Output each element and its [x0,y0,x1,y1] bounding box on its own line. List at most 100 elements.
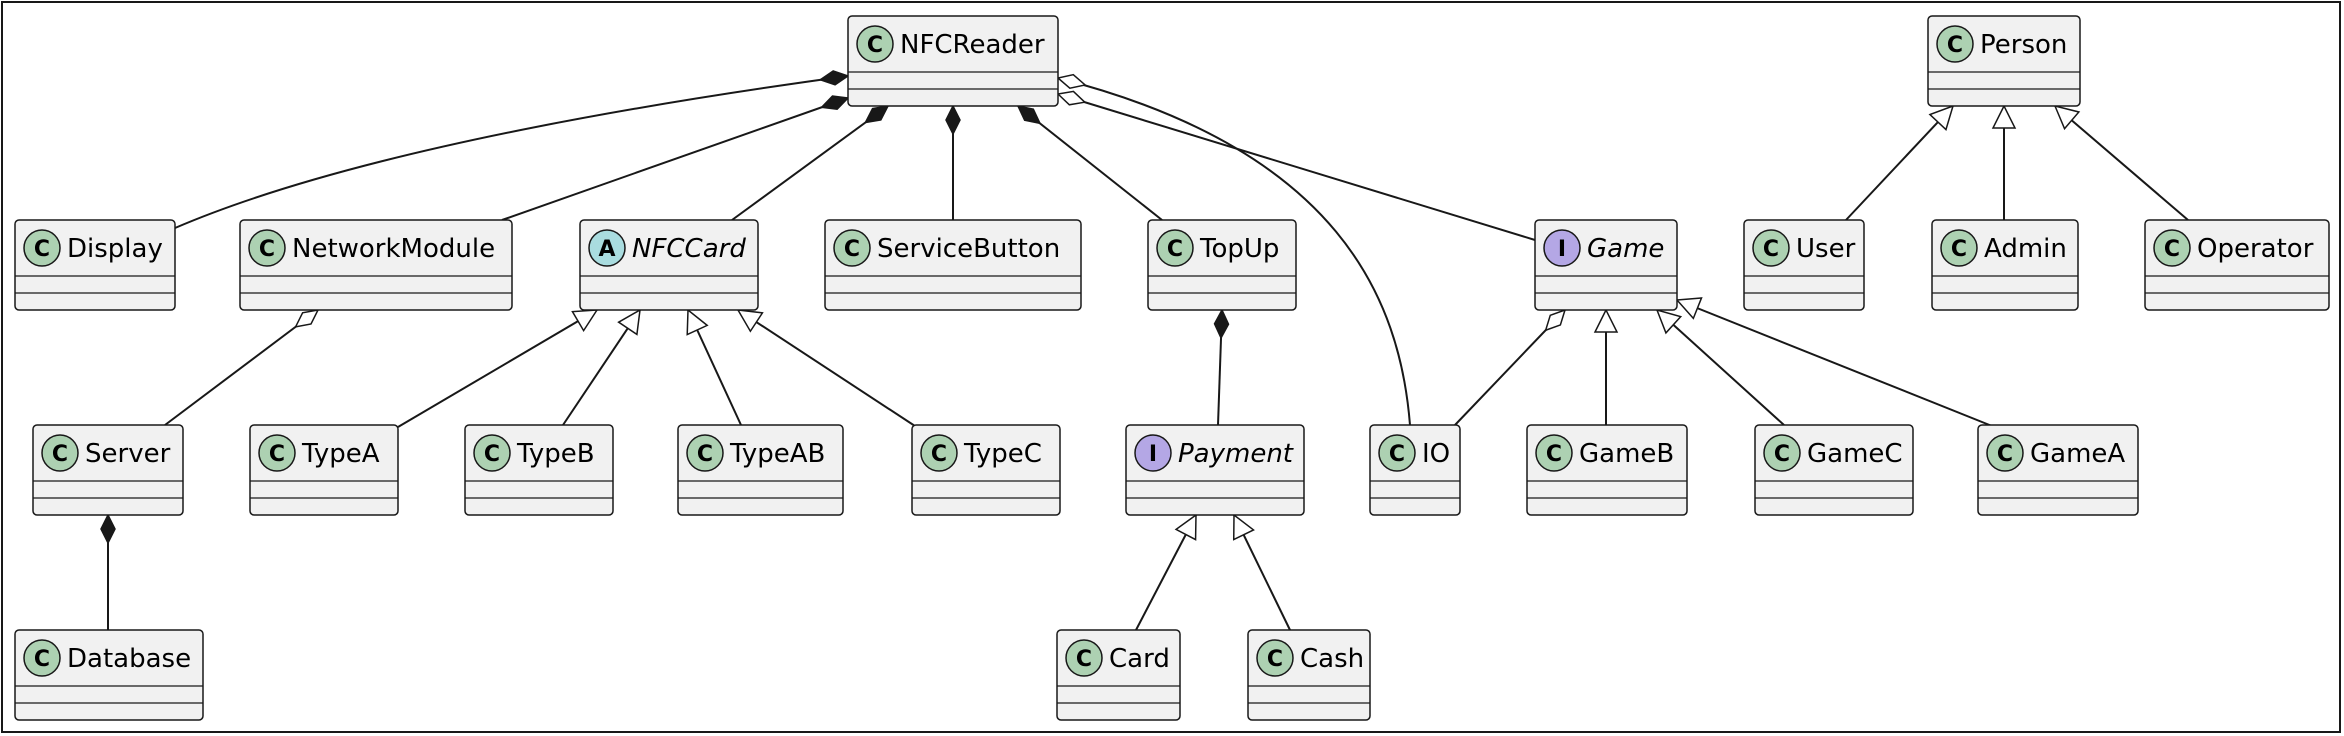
relation-nfccard-typeb [562,308,641,426]
composition-diamond [100,513,116,545]
class-box [14,629,204,721]
inheritance-arrowhead [736,309,764,333]
inheritance-arrowhead [1174,513,1197,541]
relation-topup-payment [1213,308,1230,426]
relation-server-database [100,513,116,630]
class-name: NetworkModule [292,234,495,264]
class-name: Card [1109,644,1170,674]
class-icon [41,434,79,472]
relation-line [1656,309,1785,426]
composition-diamond [820,95,850,111]
class-typeab[interactable]: C TypeAB [677,424,844,516]
class-name: Game [1587,234,1664,264]
class-name: Payment [1178,439,1294,469]
interface-icon [1543,229,1581,267]
relation-nfccard-typea [397,309,599,428]
class-icon [1763,434,1801,472]
class-name: User [1796,234,1856,264]
stereotype-letter: C [34,237,50,262]
stereotype-letter: C [52,442,68,467]
aggregation-diamond [1544,308,1567,332]
aggregation-diamond [1056,73,1087,90]
class-game[interactable]: I Game [1534,219,1678,311]
class-icon [23,639,61,677]
class-box [239,219,513,311]
aggregation-diamond [294,308,320,328]
stereotype-letter: C [844,237,860,262]
composition-diamond [1213,308,1230,340]
stereotype-letter: C [697,442,713,467]
relation-line [1845,105,1954,221]
relation-nfcreader-topup [1016,104,1163,221]
relation-payment-card [1135,513,1197,631]
class-icon [1936,25,1974,63]
stereotype-letter: C [34,647,50,672]
relation-line [501,97,849,221]
class-icon [1378,434,1416,472]
stereotype-letter: C [1076,647,1092,672]
class-name: Database [67,644,191,674]
relation-game-gamea [1675,297,1998,429]
class-icon [920,434,958,472]
interface-icon [1134,434,1172,472]
stereotype-letter: C [1997,442,2013,467]
class-icon [1535,434,1573,472]
class-icon [1065,639,1103,677]
stereotype-letter: C [1267,647,1283,672]
class-name: Person [1980,30,2067,60]
stereotype-letter: I [1558,237,1566,262]
class-database[interactable]: C Database [14,629,204,721]
relation-person-user [1845,104,1955,221]
class-box [824,219,1082,311]
class-name: IO [1422,439,1450,469]
abstract-class-icon [588,229,626,267]
class-card[interactable]: C Card [1056,629,1181,721]
relation-game-gameb [1593,308,1619,425]
relation-line [2054,105,2189,221]
class-icon [833,229,871,267]
class-payment[interactable]: I Payment [1125,424,1305,516]
inheritance-arrowhead [571,309,599,333]
class-icon [856,25,894,63]
stereotype-letter: C [269,442,285,467]
relation-line [164,309,319,426]
composition-diamond [864,105,890,124]
aggregation-diamond [1056,90,1087,106]
relation-nfcreader-networkmodule [501,95,850,221]
relations-layer [100,70,2189,631]
composition-diamond [818,70,850,86]
class-icon [686,434,724,472]
class-icon [2153,229,2191,267]
class-icon [1940,229,1978,267]
relation-game-io [1454,308,1567,426]
stereotype-letter: I [1149,442,1157,467]
class-icon [23,229,61,267]
class-name: TypeAB [729,439,825,469]
class-icon [1256,639,1294,677]
inheritance-arrowhead [2053,104,2081,131]
relation-nfccard-typec [736,309,919,429]
relation-line [1676,299,1998,429]
relation-nfcreader-servicebutton [945,104,961,220]
